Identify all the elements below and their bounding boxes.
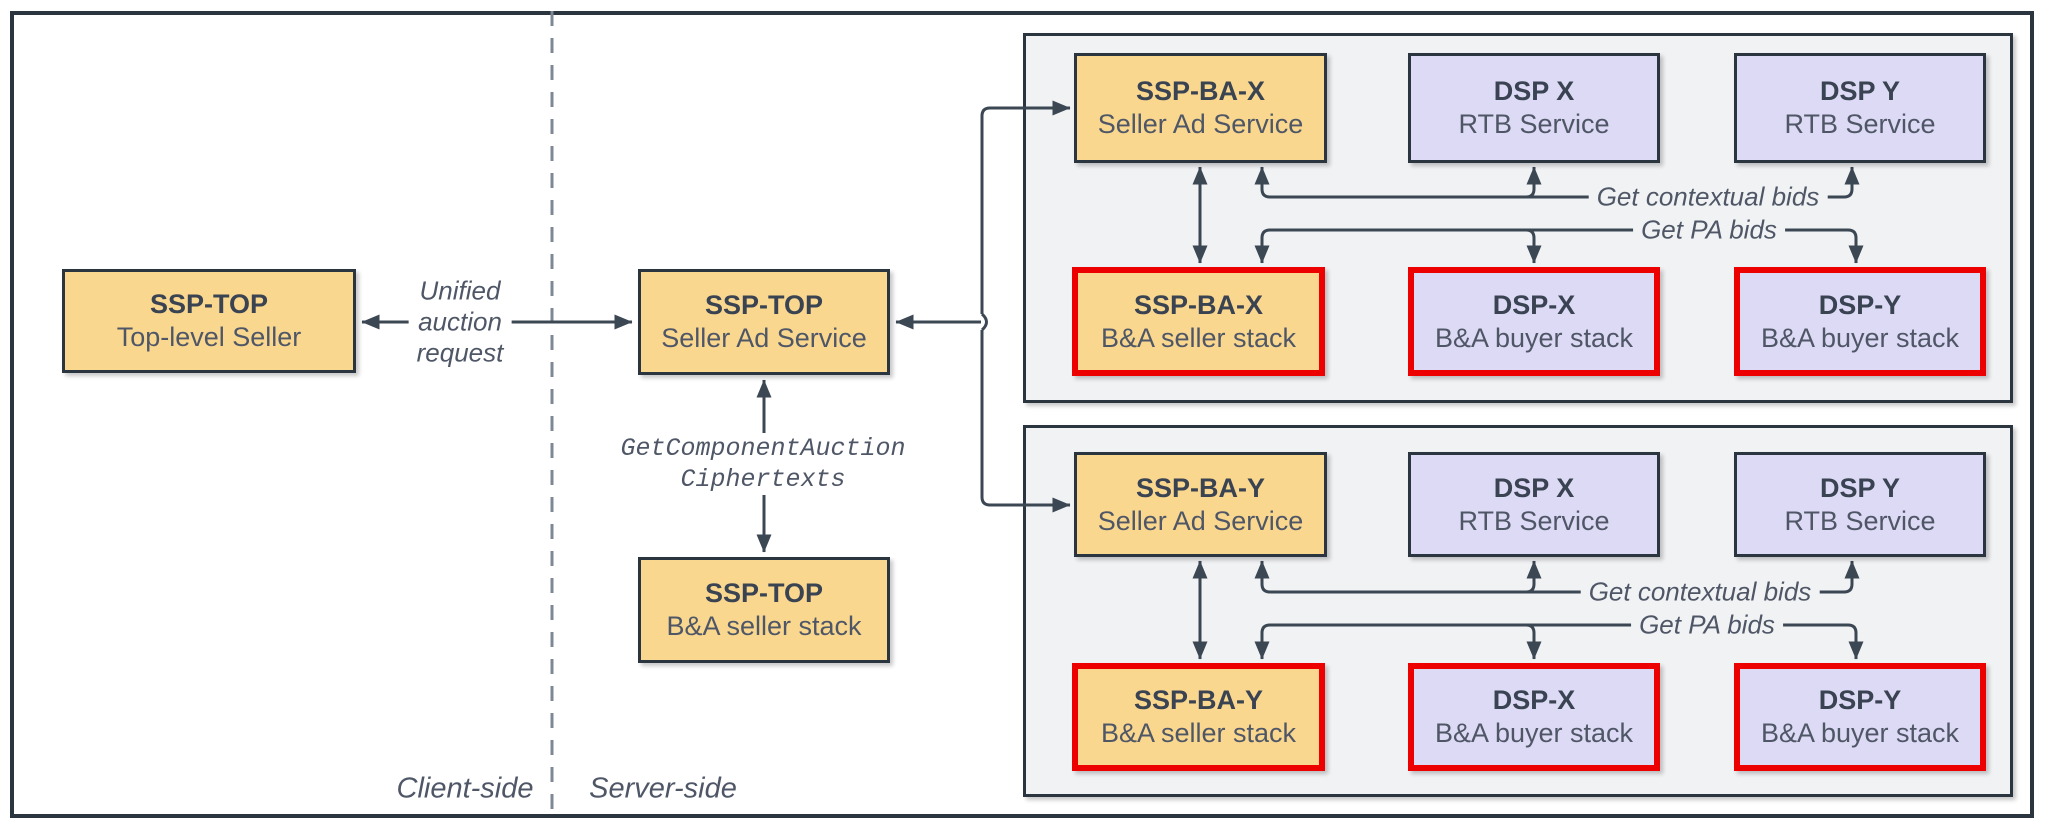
- node-subtitle: B&A seller stack: [666, 611, 862, 641]
- node-ssp-ba-y-seller-ad-service: SSP-BA-Y Seller Ad Service: [1074, 452, 1327, 557]
- node-title: SSP-TOP: [704, 290, 824, 320]
- node-title: SSP-BA-X: [1133, 289, 1263, 320]
- node-subtitle: B&A buyer stack: [1760, 322, 1960, 353]
- label-line: Unified: [419, 275, 501, 306]
- label-get-contextual-bids-x: Get contextual bids: [1588, 181, 1828, 213]
- node-subtitle: Seller Ad Service: [661, 323, 867, 353]
- node-title: DSP-X: [1492, 289, 1576, 320]
- node-title: SSP-BA-Y: [1133, 685, 1263, 715]
- node-title: SSP-TOP: [704, 578, 824, 608]
- node-dsp-y-ba-buyer-stack-x: DSP-Y B&A buyer stack: [1734, 267, 1986, 376]
- node-dsp-y-rtb-service-x: DSP Y RTB Service: [1734, 53, 1986, 163]
- node-dsp-x-rtb-service-x: DSP X RTB Service: [1408, 53, 1660, 163]
- label-get-component-auction-ciphertexts: GetComponentAuction Ciphertexts: [612, 433, 914, 495]
- label-server-side: Server-side: [589, 772, 737, 805]
- node-ssp-ba-x-ba-seller-stack: SSP-BA-X B&A seller stack: [1072, 267, 1325, 376]
- node-ssp-top-ba-seller-stack: SSP-TOP B&A seller stack: [638, 557, 890, 663]
- node-subtitle: B&A buyer stack: [1434, 718, 1634, 748]
- node-subtitle: RTB Service: [1784, 109, 1936, 139]
- node-dsp-y-ba-buyer-stack-y: DSP-Y B&A buyer stack: [1734, 663, 1986, 771]
- node-dsp-x-ba-buyer-stack-x: DSP-X B&A buyer stack: [1408, 267, 1660, 376]
- label-line: request: [416, 337, 504, 368]
- node-title: DSP X: [1493, 472, 1575, 503]
- node-subtitle: Seller Ad Service: [1097, 109, 1304, 139]
- node-title: SSP-TOP: [149, 289, 269, 319]
- node-subtitle: B&A seller stack: [1100, 718, 1297, 748]
- node-subtitle: B&A seller stack: [1100, 322, 1297, 353]
- label-client-side: Client-side: [396, 772, 534, 805]
- node-ssp-top-top-level-seller: SSP-TOP Top-level Seller: [62, 269, 356, 373]
- node-subtitle: RTB Service: [1458, 109, 1610, 139]
- label-get-pa-bids-x: Get PA bids: [1633, 214, 1785, 246]
- node-ssp-ba-y-ba-seller-stack: SSP-BA-Y B&A seller stack: [1072, 663, 1325, 771]
- label-line: auction: [418, 306, 502, 337]
- node-title: SSP-BA-Y: [1135, 472, 1265, 503]
- node-ssp-ba-x-seller-ad-service: SSP-BA-X Seller Ad Service: [1074, 53, 1327, 163]
- node-dsp-x-ba-buyer-stack-y: DSP-X B&A buyer stack: [1408, 663, 1660, 771]
- label-unified-auction-request: Unified auction request: [408, 275, 512, 369]
- node-subtitle: B&A buyer stack: [1434, 322, 1634, 353]
- node-title: DSP-Y: [1818, 685, 1902, 715]
- node-subtitle: Seller Ad Service: [1097, 505, 1304, 536]
- node-subtitle: RTB Service: [1784, 505, 1936, 536]
- node-subtitle: B&A buyer stack: [1760, 718, 1960, 748]
- node-ssp-top-seller-ad-service: SSP-TOP Seller Ad Service: [638, 269, 890, 375]
- label-get-pa-bids-y: Get PA bids: [1631, 609, 1783, 641]
- node-title: DSP Y: [1819, 76, 1901, 106]
- node-title: SSP-BA-X: [1135, 76, 1265, 106]
- node-title: DSP X: [1493, 76, 1575, 106]
- node-dsp-x-rtb-service-y: DSP X RTB Service: [1408, 452, 1660, 557]
- node-title: DSP-Y: [1818, 289, 1902, 320]
- label-line: Ciphertexts: [680, 465, 846, 494]
- node-title: DSP Y: [1819, 472, 1901, 503]
- label-get-contextual-bids-y: Get contextual bids: [1580, 576, 1820, 608]
- node-subtitle: Top-level Seller: [116, 322, 302, 352]
- label-line: GetComponentAuction: [620, 434, 906, 463]
- node-subtitle: RTB Service: [1458, 505, 1610, 536]
- node-dsp-y-rtb-service-y: DSP Y RTB Service: [1734, 452, 1986, 557]
- node-title: DSP-X: [1492, 685, 1576, 715]
